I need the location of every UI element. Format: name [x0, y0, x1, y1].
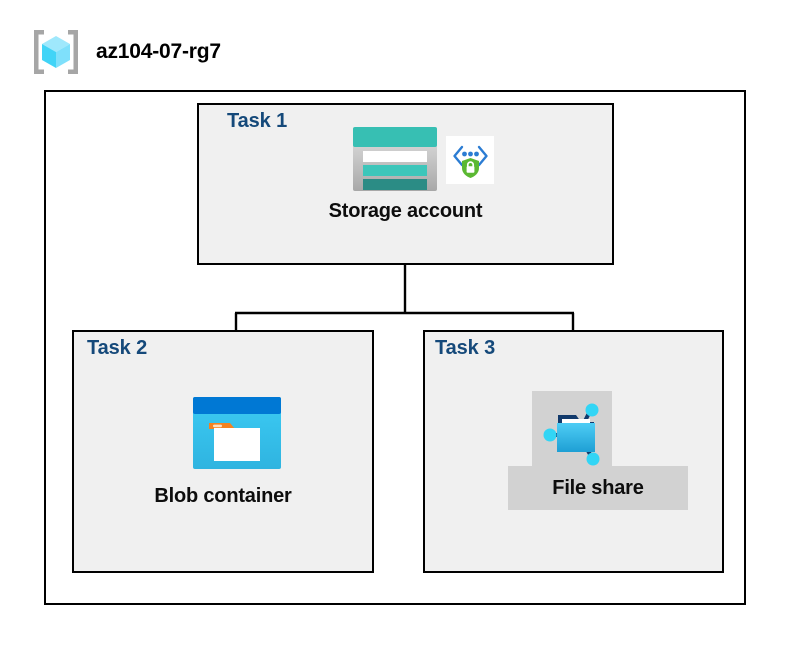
file-share-label-backdrop — [508, 466, 688, 510]
blob-container-label: Blob container — [154, 485, 292, 507]
task-1-label: Task 1 — [227, 110, 288, 132]
storage-account-label: Storage account — [328, 200, 483, 222]
blob-container-icon — [192, 396, 282, 475]
secure-endpoint-icon — [446, 136, 494, 189]
task-2-label: Task 2 — [87, 337, 148, 359]
task-3-label: Task 3 — [435, 337, 496, 359]
file-share-label: File share — [552, 477, 644, 499]
resource-group-icon — [34, 30, 78, 74]
page-title: az104-07-rg7 — [96, 40, 221, 63]
storage-account-icon — [352, 126, 438, 197]
resource-group-header: az104-07-rg7 — [30, 26, 221, 78]
file-share-icon — [532, 391, 612, 476]
